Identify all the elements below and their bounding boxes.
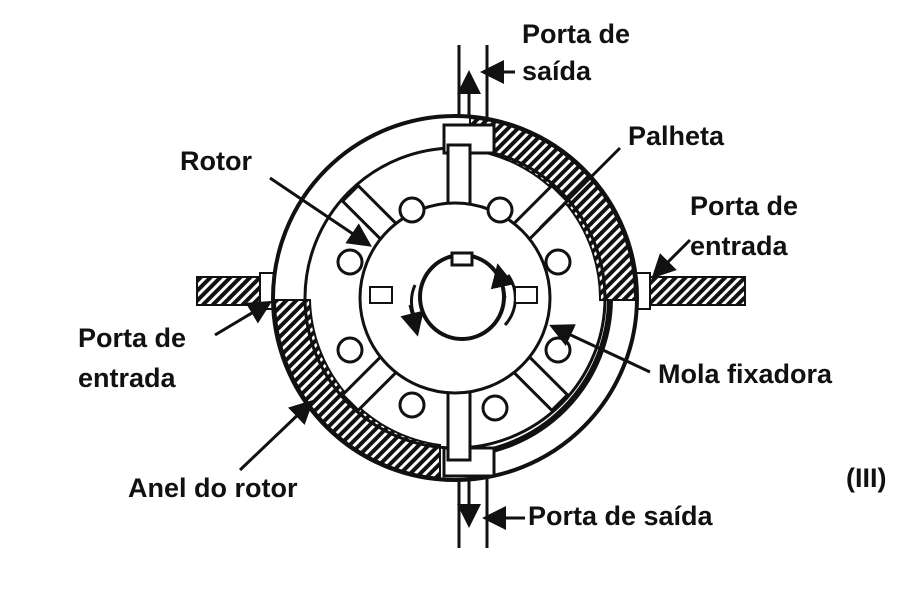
label-porta-saida-bottom: Porta de saída	[528, 501, 713, 531]
label-rotor: Rotor	[180, 146, 252, 176]
leader-lines	[214, 60, 692, 530]
label-porta-entrada-left-line2: entrada	[78, 363, 176, 393]
label-porta-entrada-right-line2: entrada	[690, 231, 788, 261]
figure-number: (III)	[846, 463, 887, 493]
label-mola-fixadora: Mola fixadora	[658, 359, 833, 389]
label-porta-saida-top-line1: Porta de	[522, 19, 631, 49]
label-palheta: Palheta	[628, 121, 725, 151]
label-porta-saida-top-line2: saída	[522, 56, 592, 86]
label-anel-do-rotor: Anel do rotor	[128, 473, 298, 503]
label-porta-entrada-right-line1: Porta de	[690, 191, 799, 221]
label-porta-entrada-left-line1: Porta de	[78, 323, 187, 353]
shaft	[400, 251, 517, 341]
